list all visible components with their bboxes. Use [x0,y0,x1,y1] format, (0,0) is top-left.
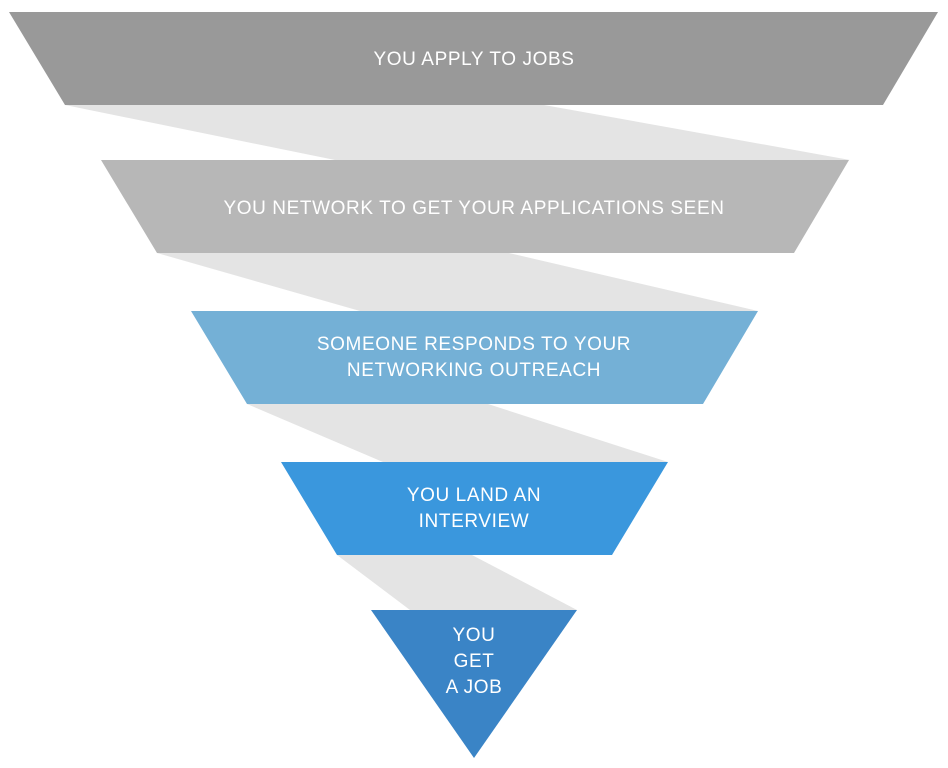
funnel-connectors [65,105,850,610]
tier-network-label: YOU NETWORK TO GET YOUR APPLICATIONS SEE… [223,198,725,219]
tier-job-shape [371,610,577,758]
tier-apply-label: YOU APPLY TO JOBS [373,49,575,70]
connector-4 [337,555,577,610]
tier-apply-shape [9,12,938,105]
connector-2 [157,253,758,311]
connector-3 [247,404,668,462]
tier-response-shape [191,311,758,404]
tier-interview-label: YOU LAND AN INTERVIEW [406,485,542,532]
tier-response-label: SOMEONE RESPONDS TO YOUR NETWORKING OUTR… [316,334,632,381]
tier-interview-shape [281,462,668,555]
funnel-tiers [9,12,938,758]
connector-1 [65,105,850,160]
tier-network-shape [101,160,849,253]
tier-job-label: YOU GET A JOB [445,625,503,698]
